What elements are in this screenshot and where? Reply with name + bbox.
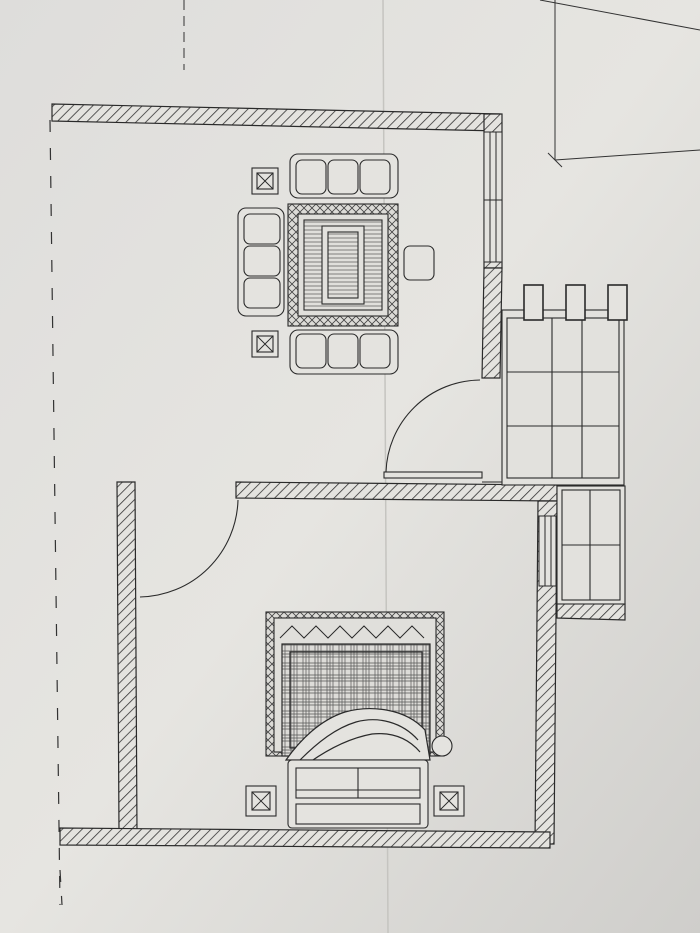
nightstand-right	[433, 785, 465, 817]
bed-pillow-round	[431, 735, 453, 757]
living-room-door	[383, 379, 483, 479]
nightstand-left	[245, 785, 277, 817]
living-room-window	[483, 131, 503, 263]
planter-box-3	[607, 284, 628, 321]
sofa-left	[237, 207, 285, 317]
balcony	[501, 309, 626, 605]
armchair	[403, 245, 435, 281]
bed-bench	[287, 759, 429, 829]
bedroom-door	[139, 499, 239, 598]
bed-duvet	[284, 708, 431, 761]
planter-box-1	[523, 284, 544, 321]
dashed-grid-line	[49, 119, 61, 906]
bedroom-window	[538, 515, 557, 587]
double-bed	[281, 643, 431, 763]
side-table-top	[251, 167, 279, 195]
planter-box-2	[565, 284, 586, 321]
coffee-table	[303, 219, 383, 311]
dashed-grid-line-bottom	[59, 869, 63, 906]
side-table-bottom	[251, 330, 279, 358]
adjacent-drawing-fragment	[183, 0, 700, 168]
sofa-bottom	[289, 329, 399, 375]
balcony-planters	[523, 284, 628, 321]
sofa-top	[289, 153, 399, 199]
